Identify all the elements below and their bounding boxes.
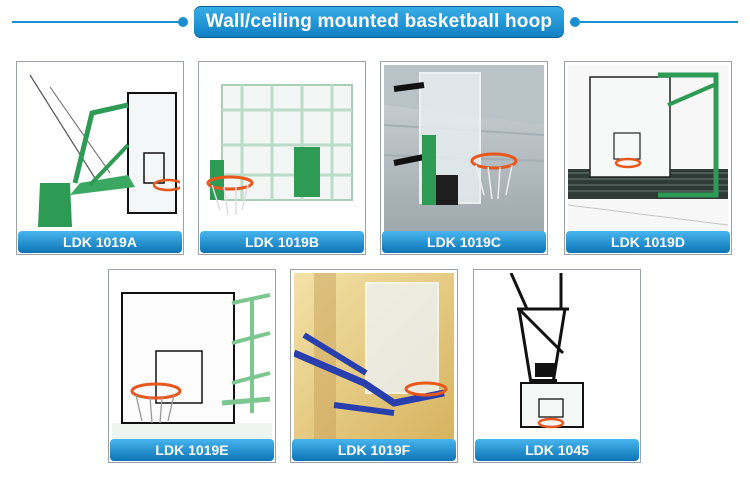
product-card-ldk-1019a[interactable]: LDK 1019A bbox=[16, 61, 184, 255]
product-label: LDK 1019B bbox=[200, 231, 364, 253]
product-photo bbox=[112, 273, 272, 441]
product-card-ldk-1019d[interactable]: LDK 1019D bbox=[564, 61, 732, 255]
product-card-ldk-1019b[interactable]: LDK 1019B bbox=[198, 61, 366, 255]
product-label: LDK 1019F bbox=[292, 439, 456, 461]
product-photo bbox=[477, 273, 637, 441]
product-label: LDK 1019A bbox=[18, 231, 182, 253]
header-dot-right bbox=[570, 17, 580, 27]
product-photo bbox=[384, 65, 544, 233]
product-photo bbox=[568, 65, 728, 233]
product-card-ldk-1019e[interactable]: LDK 1019E bbox=[108, 269, 276, 463]
product-photo bbox=[20, 65, 180, 233]
product-label: LDK 1019D bbox=[566, 231, 730, 253]
page-title: Wall/ceiling mounted basketball hoop bbox=[194, 6, 564, 38]
product-photo bbox=[294, 273, 454, 441]
header-dot-left bbox=[178, 17, 188, 27]
header-rule-left bbox=[12, 21, 182, 23]
product-photo bbox=[202, 65, 362, 233]
product-label: LDK 1019E bbox=[110, 439, 274, 461]
product-label: LDK 1045 bbox=[475, 439, 639, 461]
product-card-ldk-1045[interactable]: LDK 1045 bbox=[473, 269, 641, 463]
product-label: LDK 1019C bbox=[382, 231, 546, 253]
product-card-ldk-1019f[interactable]: LDK 1019F bbox=[290, 269, 458, 463]
header-rule-right bbox=[580, 21, 738, 23]
product-card-ldk-1019c[interactable]: LDK 1019C bbox=[380, 61, 548, 255]
